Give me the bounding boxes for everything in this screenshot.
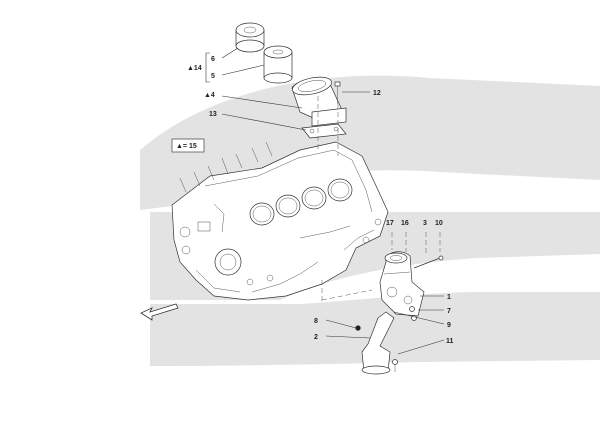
- callout-13: 13: [209, 111, 217, 118]
- callout-7: 7: [447, 308, 451, 315]
- callout-labels: 6 5 ▲14 ▲4 12 13 17 16 3 10 1 7 9 8 2 11: [187, 56, 454, 345]
- oil-filter-cap: [235, 22, 265, 53]
- callout-16: 16: [401, 220, 409, 227]
- direction-arrow-icon: [140, 303, 179, 321]
- callout-17: 17: [386, 220, 394, 227]
- block-deck: [204, 149, 373, 213]
- crank-seal: [214, 248, 242, 276]
- callout-8: 8: [314, 318, 318, 325]
- filter-housing: [291, 76, 347, 127]
- block-studs: [179, 141, 273, 193]
- fasteners: [355, 306, 417, 372]
- callout-3: 3: [423, 220, 427, 227]
- legend-text: ▲= 15: [176, 143, 197, 150]
- oil-pump: [379, 251, 425, 317]
- oil-pickup-tube: [361, 311, 395, 375]
- engine-block: [171, 141, 389, 301]
- callout-4: ▲4: [204, 92, 215, 99]
- alignment-lines: [317, 96, 441, 304]
- callout-2: 2: [314, 334, 318, 341]
- bolt-12: [334, 81, 341, 104]
- callout-11: 11: [446, 338, 454, 345]
- callout-10: 10: [435, 220, 443, 227]
- housing-gasket: [301, 123, 347, 139]
- callout-12: 12: [373, 90, 381, 97]
- callout-1: 1: [447, 294, 451, 301]
- callout-6: 6: [211, 56, 215, 63]
- legend-box: ▲= 15: [171, 138, 205, 153]
- callout-5: 5: [211, 73, 215, 80]
- leader-lines: [205, 47, 445, 355]
- oil-filter-cartridge: [263, 45, 293, 84]
- callout-14: ▲14: [187, 65, 202, 72]
- cylinder-bores: [249, 178, 353, 226]
- pump-shaft: [413, 255, 444, 269]
- front-cover-details: [179, 203, 382, 293]
- callout-9: 9: [447, 322, 451, 329]
